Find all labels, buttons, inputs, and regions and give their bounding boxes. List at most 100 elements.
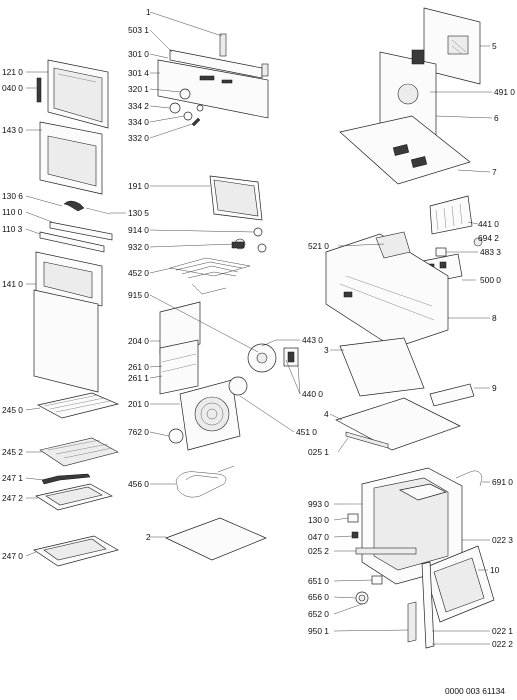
control-panel-part [157, 33, 269, 119]
lamp-parts [231, 227, 267, 253]
document-number: 0000 003 61134 [445, 686, 505, 696]
oven-cavity-part [361, 467, 463, 585]
base-plate-part [335, 397, 461, 451]
label-456-0: 456 0 [128, 479, 149, 489]
label-261-1: 261 1 [128, 373, 149, 383]
tangential-fan-part [429, 195, 483, 247]
label-301-4: 301 4 [128, 68, 149, 78]
terminal-part [435, 247, 447, 257]
label-025-1: 025 1 [308, 447, 329, 457]
oven-housing-part [325, 231, 449, 349]
label-443-0: 443 0 [302, 335, 323, 345]
label-503-1: 503 1 [128, 25, 149, 35]
label-3: 3 [324, 345, 329, 355]
label-334-0: 334 0 [128, 117, 149, 127]
left-labels: 121 0 040 0 143 0 130 6 110 0 110 3 141 … [2, 67, 23, 561]
fan-cover-part [179, 376, 248, 451]
label-245-2: 245 2 [2, 447, 23, 457]
label-301-0: 301 0 [128, 49, 149, 59]
label-762-0: 762 0 [128, 427, 149, 437]
right-labels: 5 491 0 6 7 441 0 694 2 483 3 521 0 500 … [308, 41, 515, 649]
label-451-0: 451 0 [296, 427, 317, 437]
label-652-0: 652 0 [308, 609, 329, 619]
label-440-0: 440 0 [302, 389, 323, 399]
label-993-0: 993 0 [308, 499, 329, 509]
glass-panel-part [209, 175, 263, 221]
fan-motor-part [247, 343, 299, 373]
label-130-5: 130 5 [128, 208, 149, 218]
leader-lines [25, 11, 493, 645]
door-seal-part [421, 561, 435, 649]
label-130-0: 130 0 [308, 515, 329, 525]
label-110-3: 110 3 [2, 224, 23, 234]
label-040-0: 040 0 [2, 83, 23, 93]
outer-door-part [33, 251, 103, 393]
label-10: 10 [490, 565, 500, 575]
label-141-0: 141 0 [2, 279, 23, 289]
label-500-0: 500 0 [480, 275, 501, 285]
front-door-part [423, 545, 495, 623]
bracket-part [429, 383, 475, 407]
label-121-0: 121 0 [2, 67, 23, 77]
clip-part [455, 470, 483, 487]
label-047-0: 047 0 [308, 532, 329, 542]
baking-tray-part [35, 483, 113, 511]
label-950-1: 950 1 [308, 626, 329, 636]
lower-element-part [175, 465, 235, 498]
center-labels: 1 503 1 301 0 301 4 320 1 334 2 334 0 33… [128, 7, 323, 542]
door-frame-part [36, 59, 109, 129]
side-strip-part [407, 601, 417, 643]
label-247-2: 247 2 [2, 493, 23, 503]
label-110-0: 110 0 [2, 207, 23, 217]
label-332-0: 332 0 [128, 133, 149, 143]
label-691-0: 691 0 [492, 477, 513, 487]
side-rail-part [339, 337, 425, 397]
rack-handle-part [41, 473, 91, 485]
label-022-1: 022 1 [492, 626, 513, 636]
hinge-part [49, 200, 113, 241]
label-201-0: 201 0 [128, 399, 149, 409]
grill-element-part [169, 257, 251, 295]
label-320-1: 320 1 [128, 84, 149, 94]
label-247-1: 247 1 [2, 473, 23, 483]
wire-rack-part [37, 392, 120, 419]
label-022-3: 022 3 [492, 535, 513, 545]
seal-strip-part [39, 231, 105, 253]
inner-glass-part [39, 121, 103, 195]
label-656-0: 656 0 [308, 592, 329, 602]
label-441-0: 441 0 [478, 219, 499, 229]
bottom-panel-part [165, 517, 267, 561]
label-452-0: 452 0 [128, 268, 149, 278]
label-204-0: 204 0 [128, 336, 149, 346]
label-521-0: 521 0 [308, 241, 329, 251]
label-025-2: 025 2 [308, 546, 329, 556]
label-334-2: 334 2 [128, 101, 149, 111]
rear-panel-part [159, 301, 201, 395]
label-915-0: 915 0 [128, 290, 149, 300]
label-2: 2 [146, 532, 151, 542]
label-022-2: 022 2 [492, 639, 513, 649]
top-panel-part [339, 115, 471, 185]
label-7: 7 [492, 167, 497, 177]
label-694-2: 694 2 [478, 233, 499, 243]
label-143-0: 143 0 [2, 125, 23, 135]
label-4: 4 [324, 409, 329, 419]
strip-part [345, 431, 389, 449]
deep-tray-part [33, 535, 119, 567]
label-1: 1 [146, 7, 151, 17]
label-261-0: 261 0 [128, 362, 149, 372]
label-6: 6 [494, 113, 499, 123]
label-130-6: 130 6 [2, 191, 23, 201]
grill-rack-part [39, 437, 119, 467]
back-wall-part [379, 49, 437, 141]
round-gasket-part [168, 428, 184, 444]
label-247-0: 247 0 [2, 551, 23, 561]
label-483-3: 483 3 [480, 247, 501, 257]
label-5: 5 [492, 41, 497, 51]
label-932-0: 932 0 [128, 242, 149, 252]
label-245-0: 245 0 [2, 405, 23, 415]
label-651-0: 651 0 [308, 576, 329, 586]
label-9: 9 [492, 383, 497, 393]
label-191-0: 191 0 [128, 181, 149, 191]
